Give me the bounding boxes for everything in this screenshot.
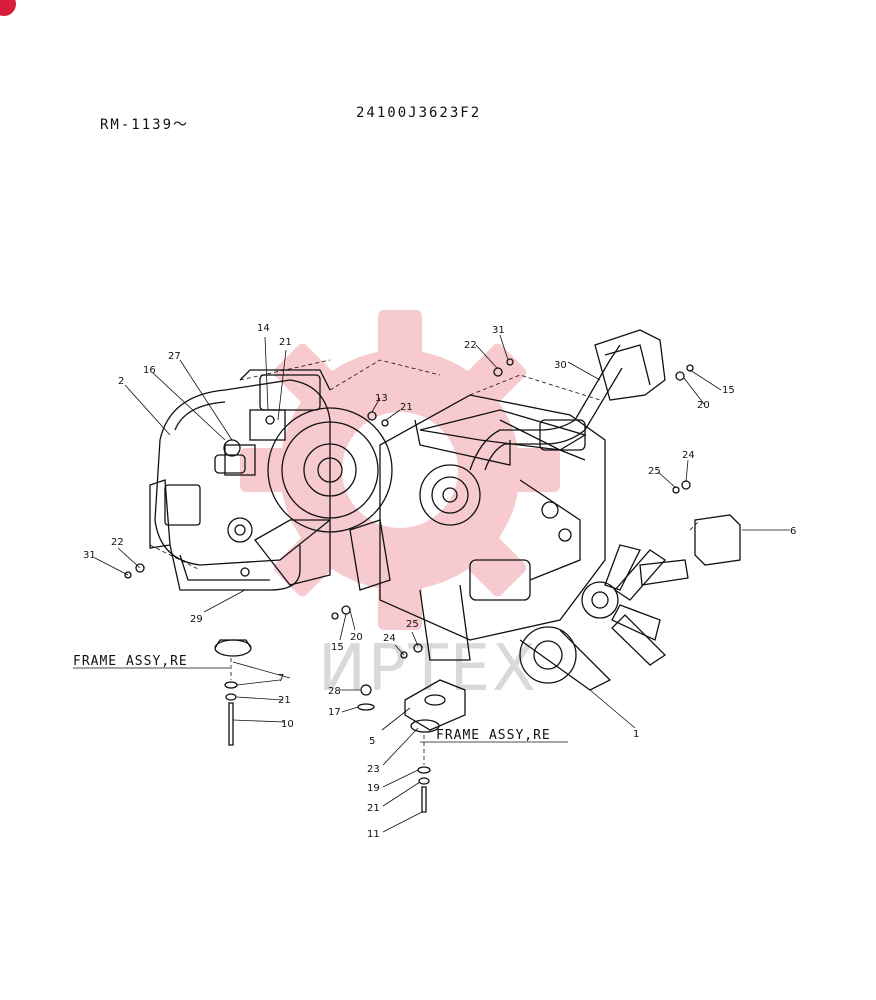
part-label: 21 <box>400 402 413 413</box>
part-label: 11 <box>367 829 380 840</box>
assembly-dashes <box>149 359 701 765</box>
part-label: 6 <box>790 526 796 537</box>
part-label: 16 <box>143 365 156 376</box>
part-label: 14 <box>257 323 270 334</box>
part-label: 15 <box>722 385 735 396</box>
part-label: 2 <box>118 376 124 387</box>
part-label: 24 <box>383 633 396 644</box>
part-label: 23 <box>367 764 380 775</box>
engine-line-art <box>124 329 741 813</box>
part-number: 24100J3623F2 <box>356 105 482 121</box>
part-label: 31 <box>492 325 505 336</box>
corner-badge <box>0 0 16 16</box>
part-label: 13 <box>375 393 388 404</box>
part-label: 29 <box>190 614 203 625</box>
part-label: 21 <box>279 337 292 348</box>
part-label: 30 <box>554 360 567 371</box>
part-label: 15 <box>331 642 344 653</box>
part-label: 28 <box>328 686 341 697</box>
model-code: RM-1139〜 <box>100 117 190 133</box>
part-label: 25 <box>648 466 661 477</box>
part-label: 17 <box>328 707 341 718</box>
leader-lines <box>73 334 790 833</box>
part-labels: 1 2 5 6 7 10 11 13 14 15 15 16 17 18 19 … <box>83 323 796 840</box>
part-label: 7 <box>278 673 284 684</box>
part-label: 1 <box>633 729 639 740</box>
part-label: 31 <box>83 550 96 561</box>
part-label: 25 <box>406 619 419 630</box>
part-label: 21 <box>278 695 291 706</box>
part-label: 20 <box>697 400 710 411</box>
part-label: 20 <box>350 632 363 643</box>
part-label: 19 <box>367 783 380 794</box>
part-label: 22 <box>464 340 477 351</box>
part-label: 27 <box>168 351 181 362</box>
part-label: 22 <box>111 537 124 548</box>
part-label: 10 <box>281 719 294 730</box>
part-label: 24 <box>682 450 695 461</box>
part-label: 21 <box>367 803 380 814</box>
part-label: 5 <box>369 736 375 747</box>
frame-assy-label-right: FRAME ASSY,RE <box>436 728 551 743</box>
watermark-text: ИРТЕХ <box>318 632 538 706</box>
frame-assy-label-left: FRAME ASSY,RE <box>73 654 188 669</box>
